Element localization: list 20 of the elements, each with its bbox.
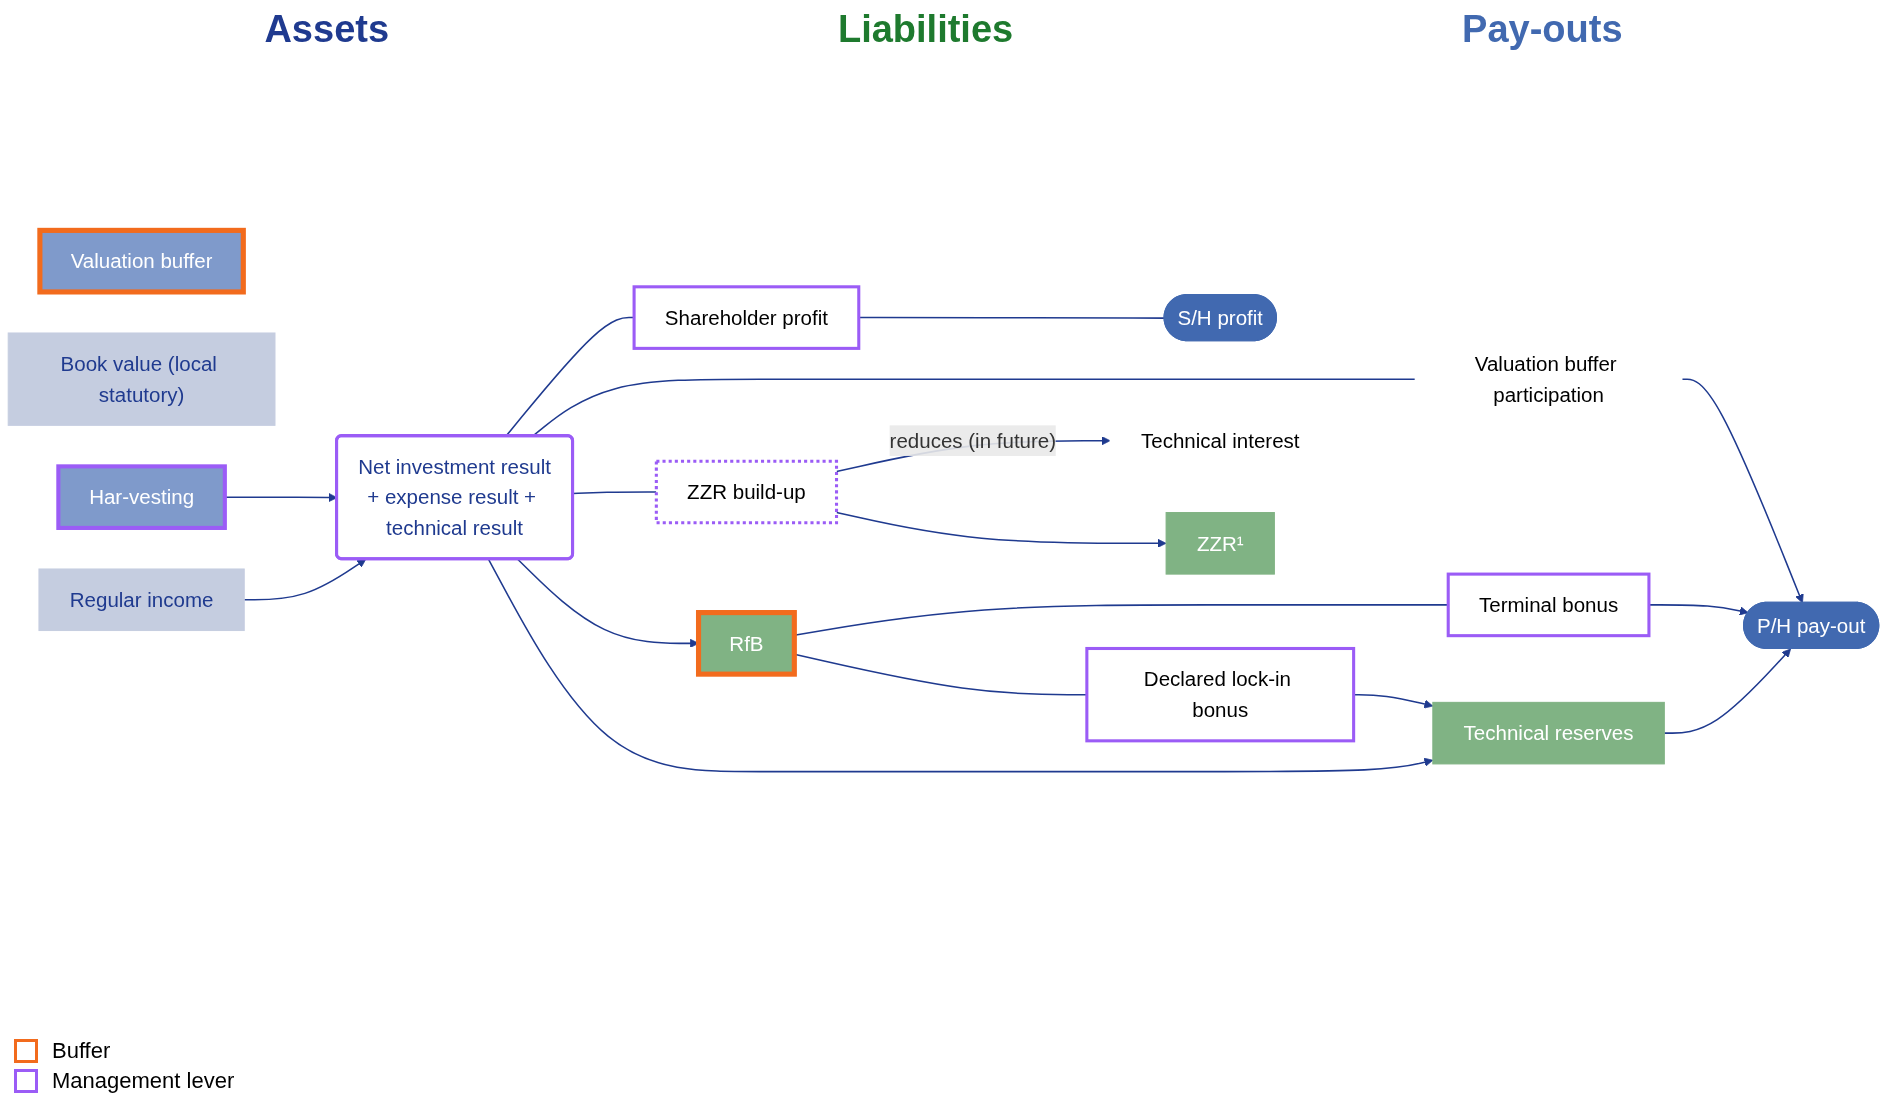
node-box: Shareholder profit — [632, 285, 861, 350]
node-box: Valuation buffer — [37, 227, 246, 295]
legend-label: Management lever — [52, 1068, 235, 1094]
node-box: ZZR¹ — [1165, 512, 1275, 575]
node-text: Technical interest — [1140, 429, 1300, 453]
column-heading: Assets — [264, 8, 390, 51]
node-text: Valuation buffer participation — [1474, 352, 1617, 406]
node-box: Terminal bonus — [1446, 572, 1651, 638]
column-heading: Liabilities — [837, 8, 1014, 51]
node-box: Regular income — [38, 568, 245, 632]
edge-label: reduces (in future) — [889, 429, 1057, 453]
legend-label: Buffer — [52, 1038, 111, 1064]
node-box: RfB — [696, 610, 797, 677]
node-box: Har-vesting — [56, 464, 227, 530]
column-heading: Pay-outs — [1462, 8, 1623, 51]
node-box: Book value (local statutory) — [7, 332, 276, 426]
node-box: Declared lock-in bonus — [1085, 646, 1356, 743]
node-box: Technical reserves — [1432, 701, 1665, 765]
node-box: ZZR build-up — [654, 459, 839, 525]
arrow — [1681, 378, 1804, 604]
